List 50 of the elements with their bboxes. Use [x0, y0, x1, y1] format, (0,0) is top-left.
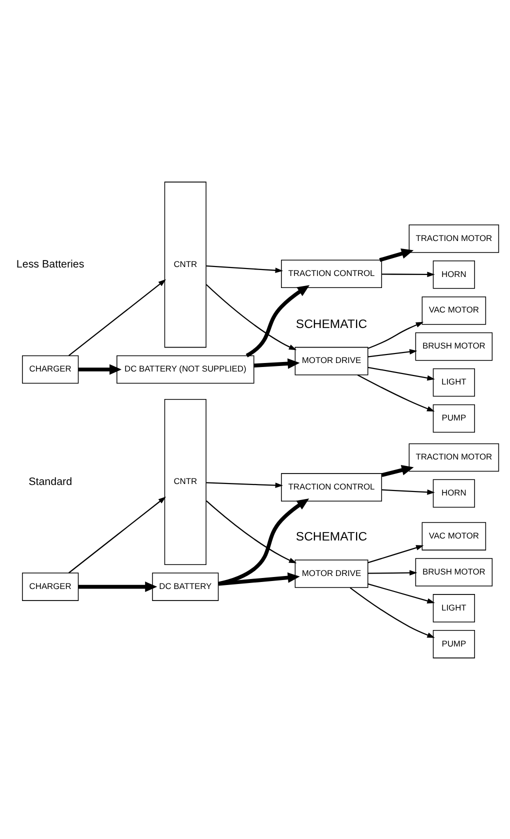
node-box: MOTOR DRIVE: [294, 346, 368, 375]
node-box: TRACTION MOTOR: [408, 224, 500, 252]
label: SCHEMATIC: [296, 316, 368, 331]
arrow: [78, 581, 158, 592]
node-box: TRACTION CONTROL: [281, 472, 382, 501]
node-box: CNTR: [164, 181, 206, 348]
node-box: HORN: [432, 478, 475, 508]
arrow: [368, 348, 418, 357]
node-box: DC BATTERY: [152, 572, 219, 600]
node-box: VAC MOTOR: [422, 296, 486, 324]
label: Standard: [28, 475, 72, 488]
arrow: [68, 496, 166, 573]
arrow: [368, 570, 418, 575]
node-box: LIGHT: [432, 594, 475, 622]
arrow: [382, 271, 435, 277]
arrow: [206, 500, 297, 563]
arrow: [368, 544, 424, 563]
node-box: HORN: [432, 260, 475, 288]
arrow: [368, 321, 424, 348]
node-box: CHARGER: [22, 572, 79, 600]
node-box: BRUSH MOTOR: [415, 332, 493, 360]
label: SCHEMATIC: [296, 529, 368, 544]
node-box: CNTR: [164, 398, 206, 564]
arrow: [68, 278, 166, 356]
arrow: [357, 374, 435, 412]
node-box: TRACTION CONTROL: [281, 259, 382, 288]
arrow: [218, 572, 300, 586]
arrow: [379, 248, 414, 262]
arrow: [254, 358, 300, 368]
arrow: [350, 586, 435, 638]
arrow: [206, 284, 297, 350]
node-box: DC BATTERY (NOT SUPPLIED): [116, 354, 254, 384]
arrow: [368, 366, 435, 380]
arrow: [368, 582, 435, 603]
arrow: [246, 284, 310, 357]
arrow: [206, 482, 283, 488]
label: Less Batteries: [16, 258, 84, 270]
node-box: TRACTION MOTOR: [408, 442, 500, 472]
arrow: [218, 498, 310, 586]
node-box: VAC MOTOR: [422, 522, 486, 550]
node-box: CHARGER: [22, 354, 79, 384]
node-box: MOTOR DRIVE: [294, 559, 368, 588]
arrow: [78, 364, 122, 374]
arrow: [382, 488, 435, 494]
arrow: [206, 264, 283, 273]
node-box: PUMP: [432, 404, 475, 432]
node-box: LIGHT: [432, 368, 475, 396]
node-box: BRUSH MOTOR: [415, 558, 493, 586]
node-box: PUMP: [432, 630, 475, 658]
arrow: [381, 464, 414, 476]
